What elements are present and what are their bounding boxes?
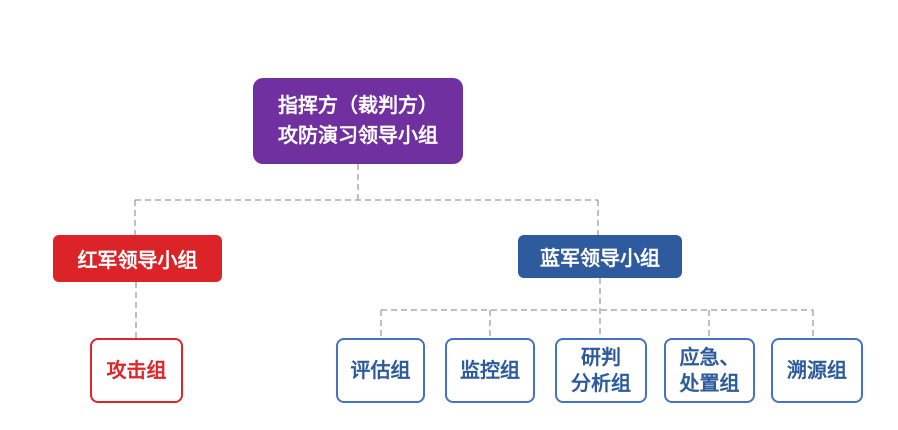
- node-emergency-response-group: 应急、 处置组: [664, 338, 755, 403]
- node-attack-group: 攻击组: [90, 338, 183, 403]
- node-blue-team-leader-group: 蓝军领导小组: [518, 235, 682, 278]
- node-command-group: 指挥方（裁判方） 攻防演习领导小组: [253, 78, 463, 164]
- node-monitoring-group: 监控组: [445, 338, 535, 403]
- node-traceback-group: 溯源组: [771, 338, 863, 403]
- node-research-analysis-group: 研判 分析组: [555, 338, 647, 403]
- node-evaluation-group: 评估组: [336, 338, 425, 403]
- node-red-team-leader-group: 红军领导小组: [53, 235, 222, 282]
